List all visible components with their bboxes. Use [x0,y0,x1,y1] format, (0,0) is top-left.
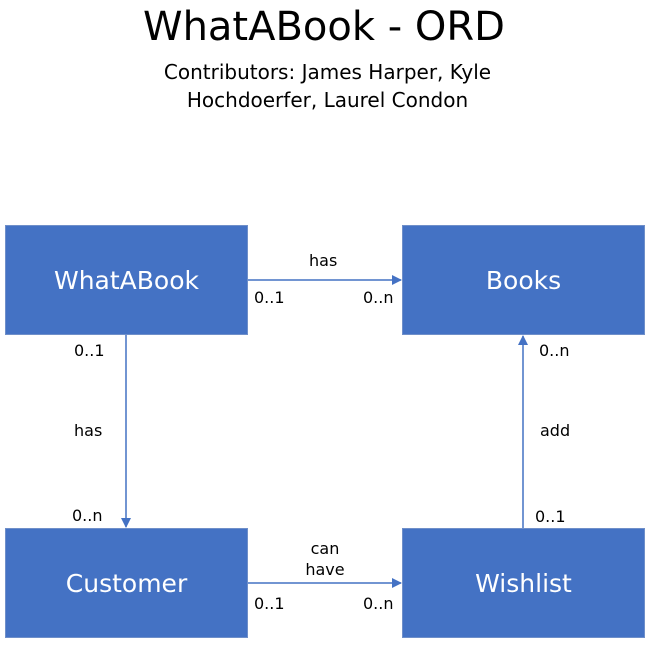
cardinality-whatabook-customer-from: 0..1 [74,341,105,360]
cardinality-wishlist-books-from: 0..1 [535,507,566,526]
relationship-label-wishlist-books: add [540,421,571,440]
entity-wishlist[interactable]: Wishlist [402,528,645,638]
cardinality-whatabook-customer-to: 0..n [72,506,103,525]
cardinality-customer-wishlist-to: 0..n [363,594,394,613]
relationship-label-whatabook-books: has [309,251,338,270]
contributors-subtitle: Contributors: James Harper, Kyle Hochdoe… [163,60,492,112]
entity-books[interactable]: Books [402,225,645,335]
entity-customer[interactable]: Customer [5,528,248,638]
relationship-label-customer-wishlist-line1: can [310,539,340,558]
relationship-label-whatabook-customer: has [74,421,103,440]
cardinality-whatabook-books-from: 0..1 [254,288,285,307]
relationship-label-customer-wishlist-line2: have [305,560,345,579]
cardinality-wishlist-books-to: 0..n [539,341,570,360]
cardinality-customer-wishlist-from: 0..1 [254,594,285,613]
page-title: WhatABook - ORD [143,4,505,50]
cardinality-whatabook-books-to: 0..n [363,288,394,307]
entity-whatabook[interactable]: WhatABook [5,225,248,335]
